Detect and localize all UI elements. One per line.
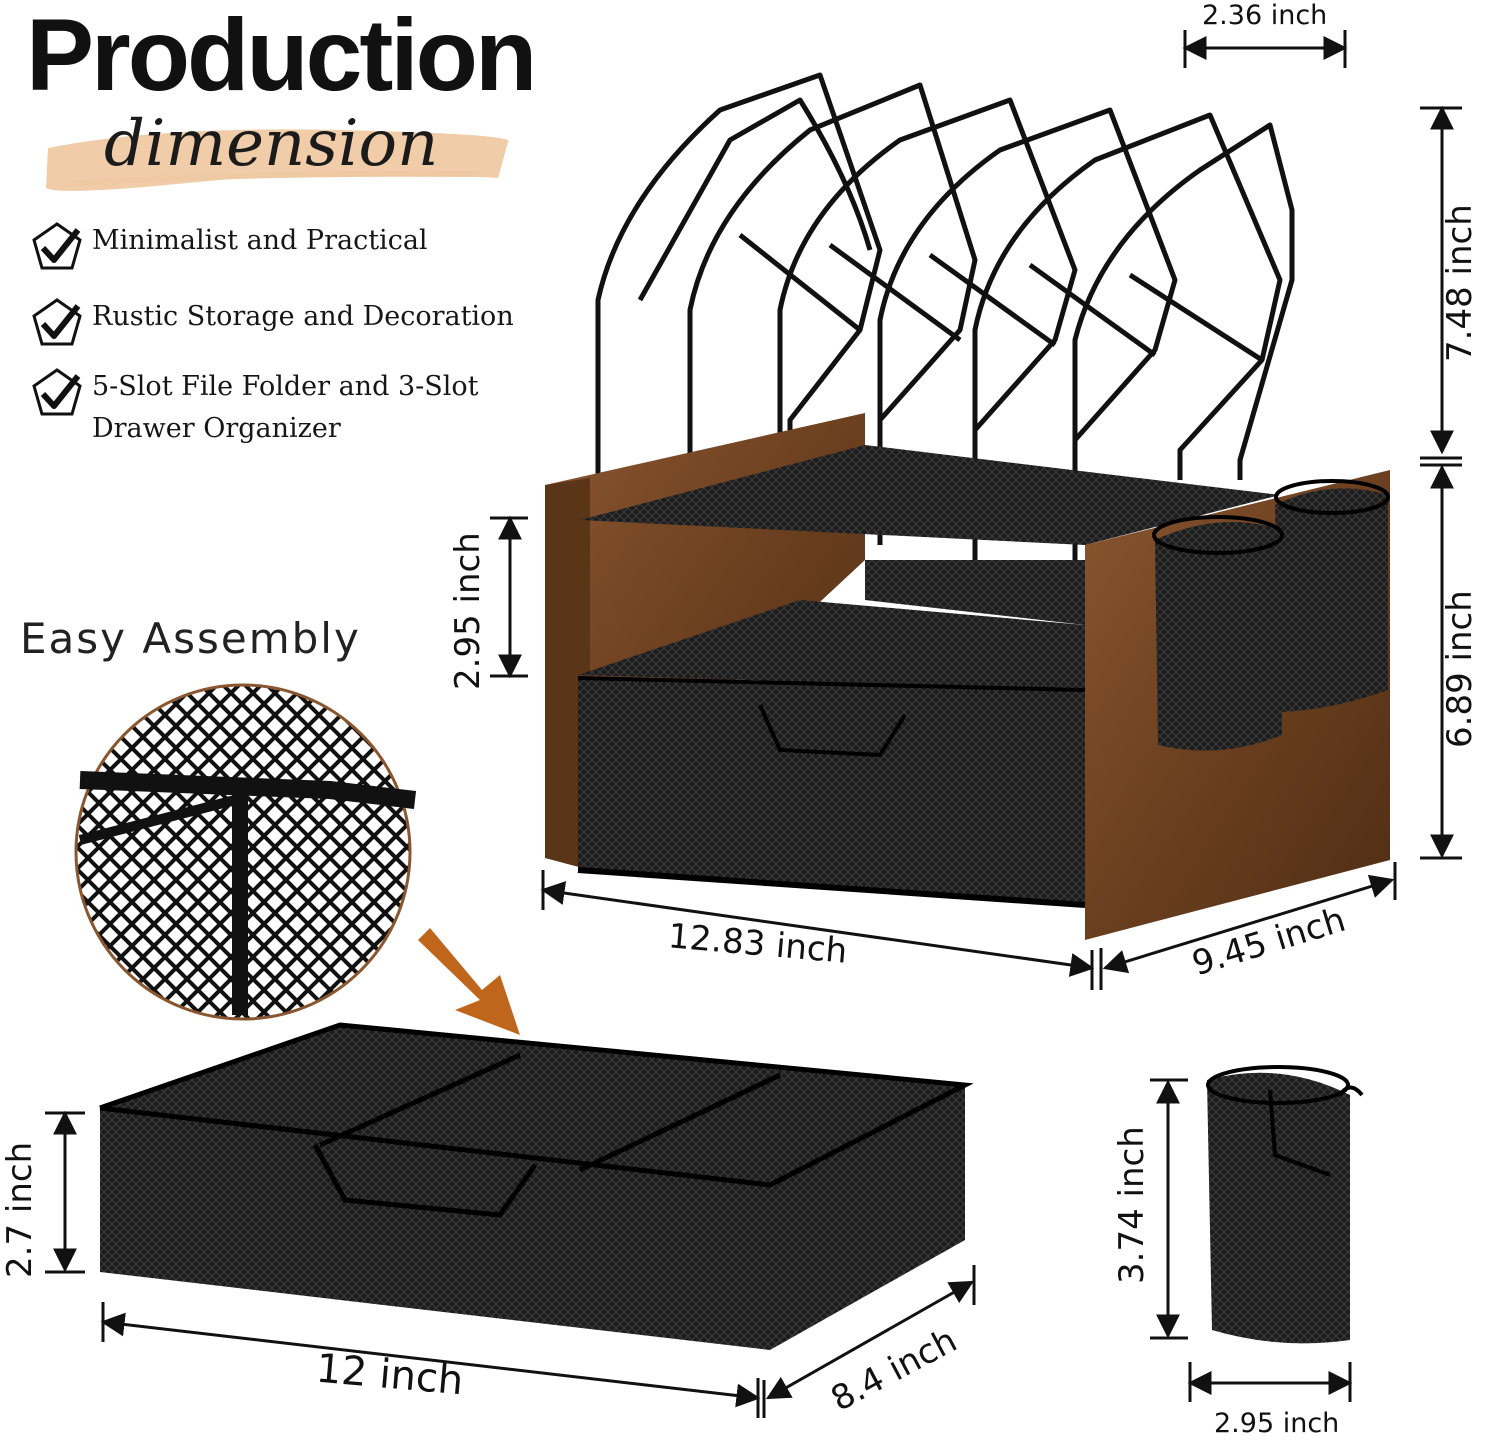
zoom-detail-circle — [74, 683, 417, 1021]
check-pentagon-icon — [32, 368, 82, 416]
dim-drawer-height: 2.7 inch — [0, 1141, 40, 1278]
pen-cups — [1152, 479, 1390, 751]
dim-shelf-gap: 2.95 inch — [448, 532, 488, 690]
drawer-tray — [99, 1022, 974, 1350]
dim-holder-top-width: 2.36 inch — [1202, 0, 1328, 31]
page-title: Production — [26, 0, 537, 112]
check-pentagon-icon — [32, 298, 82, 346]
assembly-label: Easy Assembly — [20, 614, 361, 663]
wire-file-sorter — [595, 72, 1295, 570]
dim-rack-height: 7.48 inch — [1440, 204, 1480, 362]
page-subtitle: dimension — [104, 107, 439, 181]
arrow-pointer — [418, 928, 520, 1035]
feature-item: 5-Slot File Folder and 3-Slot Drawer Org… — [30, 366, 562, 450]
feature-label: 5-Slot File Folder and 3-Slot Drawer Org… — [92, 371, 479, 444]
dim-cup-width: 2.95 inch — [1214, 1408, 1340, 1439]
brush-stroke-decoration — [46, 129, 509, 191]
feature-label: Minimalist and Practical — [92, 225, 428, 256]
single-pen-cup — [1206, 1065, 1364, 1344]
feature-item: Rustic Storage and Decoration — [30, 296, 572, 350]
dim-base-height: 6.89 inch — [1440, 590, 1480, 748]
dimension-lines — [45, 30, 1462, 1418]
feature-label: Rustic Storage and Decoration — [92, 301, 514, 332]
feature-item: Minimalist and Practical — [30, 220, 572, 274]
dim-cup-height: 3.74 inch — [1112, 1126, 1152, 1284]
check-pentagon-icon — [32, 222, 82, 270]
